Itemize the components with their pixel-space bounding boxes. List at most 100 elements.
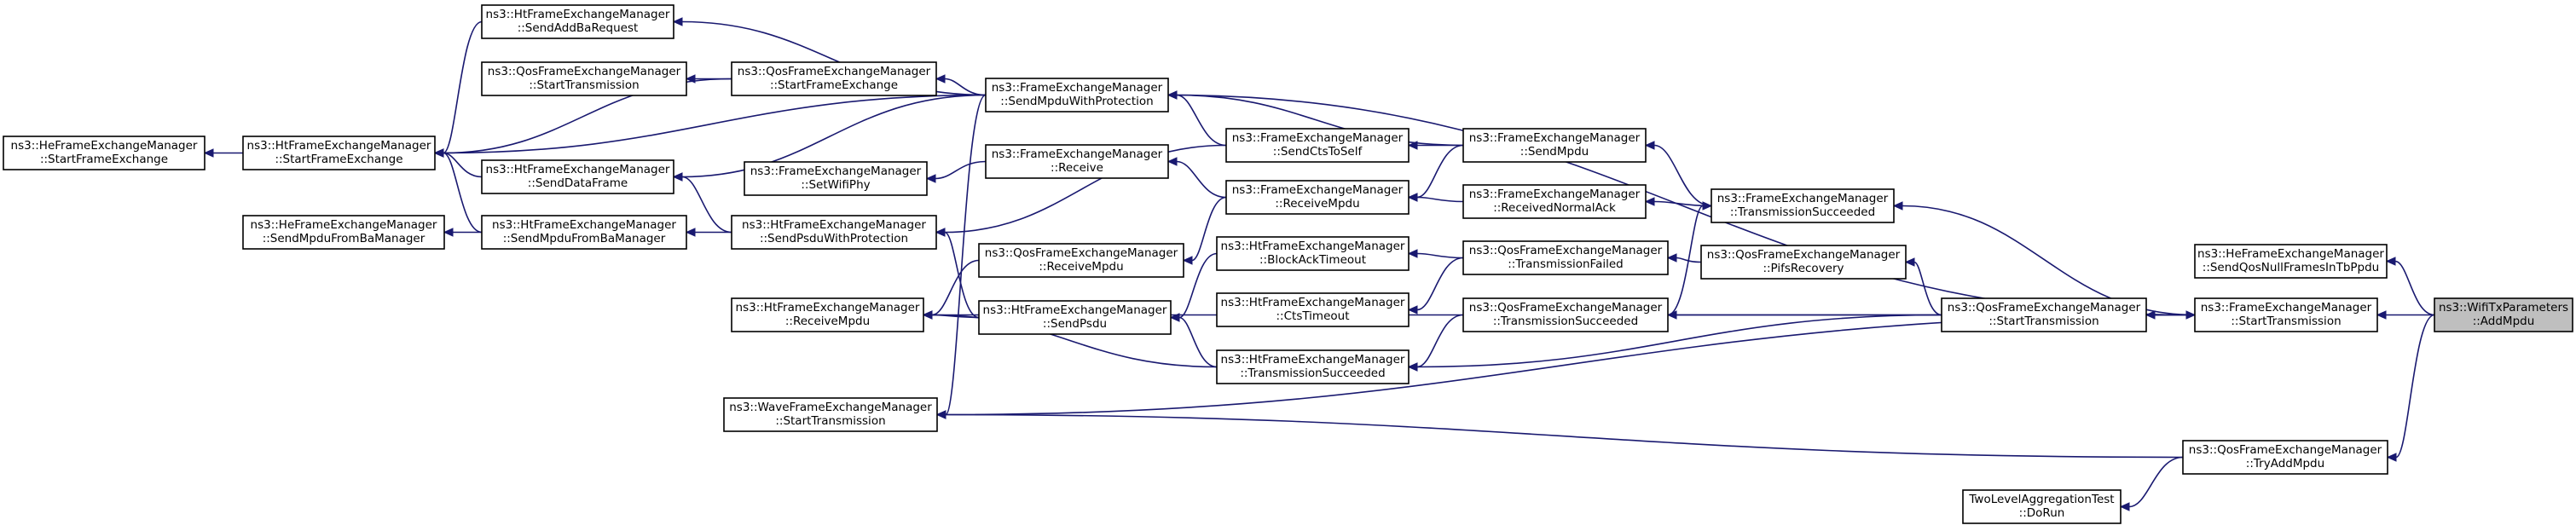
node-class-label: ns3::HtFrameExchangeManager — [492, 218, 676, 232]
node-ht_recvmpdu[interactable]: ns3::HtFrameExchangeManager::ReceiveMpdu — [731, 297, 924, 332]
node-class-label: ns3::WifiTxParameters — [2439, 301, 2568, 315]
node-fem_starttx[interactable]: ns3::FrameExchangeManager::StartTransmis… — [2194, 297, 2378, 332]
edge-layer — [203, 17, 2435, 511]
node-qos_txfailed[interactable]: ns3::QosFrameExchangeManager::Transmissi… — [1462, 240, 1669, 275]
node-method-label: ::TransmissionSucceeded — [1730, 205, 1875, 219]
node-qos_tryadd[interactable]: ns3::QosFrameExchangeManager::TryAddMpdu — [2182, 440, 2388, 475]
node-box — [731, 215, 937, 250]
node-he_startfe[interactable]: ns3::HeFrameExchangeManager::StartFrameE… — [3, 136, 206, 170]
edge-line — [1416, 196, 1464, 203]
edge-line — [681, 94, 987, 178]
edge-line — [443, 20, 483, 154]
node-fem_txsucc[interactable]: ns3::FrameExchangeManager::TransmissionS… — [1711, 188, 1895, 223]
node-class-label: ns3::FrameExchangeManager — [992, 81, 1163, 95]
call-edge-he_startfe-to-ht_startfe — [203, 148, 243, 158]
node-box — [1711, 188, 1895, 223]
node-ht_sendpsdu[interactable]: ns3::HtFrameExchangeManager::SendPsdu — [978, 300, 1172, 335]
call-edge-fem_receive-to-fem_recvmpdu — [1166, 157, 1227, 199]
node-method-label: ::ReceiveMpdu — [1039, 260, 1123, 274]
node-method-label: ::DoRun — [2019, 506, 2065, 520]
node-class-label: ns3::HtFrameExchangeManager — [1221, 353, 1405, 367]
node-box — [1462, 184, 1647, 219]
node-qos_recvmpdu[interactable]: ns3::QosFrameExchangeManager::ReceiveMpd… — [978, 243, 1184, 278]
node-fem_sendcts[interactable]: ns3::FrameExchangeManager::SendCtsToSelf — [1225, 128, 1410, 163]
node-box — [723, 397, 938, 432]
node-fem_recvmpdu[interactable]: ns3::FrameExchangeManager::ReceiveMpdu — [1225, 180, 1410, 215]
node-ht_senddata[interactable]: ns3::HtFrameExchangeManager::SendDataFra… — [481, 159, 674, 194]
node-he_sendqos[interactable]: ns3::HeFrameExchangeManager::SendQosNull… — [2194, 244, 2388, 279]
arrowhead — [1407, 193, 1418, 202]
node-ht_sendaddba[interactable]: ns3::HtFrameExchangeManager::SendAddBaRe… — [481, 4, 674, 39]
node-method-label: ::StartTransmission — [529, 78, 639, 92]
arrowhead — [443, 228, 454, 237]
node-box — [481, 215, 687, 250]
node-qos_starttx[interactable]: ns3::QosFrameExchangeManager::StartTrans… — [1941, 297, 2147, 332]
node-qos_pifs[interactable]: ns3::QosFrameExchangeManager::PifsRecove… — [1700, 245, 1907, 280]
edge-line — [2394, 260, 2435, 316]
node-method-label: ::AddMpdu — [2473, 315, 2535, 328]
arrowhead — [935, 74, 946, 84]
node-he_sendmpdufromba[interactable]: ns3::HeFrameExchangeManager::SendMpduFro… — [242, 215, 445, 250]
node-ht_ctstimeout[interactable]: ns3::HtFrameExchangeManager::CtsTimeout — [1216, 292, 1410, 327]
node-qos_txsucc[interactable]: ns3::QosFrameExchangeManager::Transmissi… — [1462, 297, 1669, 332]
node-class-label: ns3::QosFrameExchangeManager — [1948, 301, 2141, 315]
node-fem_setwifiphy[interactable]: ns3::FrameExchangeManager::SetWifiPhy — [744, 161, 928, 196]
node-box — [481, 4, 674, 39]
node-method-label: ::StartFrameExchange — [40, 153, 168, 166]
node-method-label: ::SendCtsToSelf — [1273, 145, 1363, 159]
call-edge-twolevel-to-qos_tryadd — [2119, 456, 2184, 511]
edge-line — [681, 176, 732, 234]
node-box — [1462, 297, 1669, 332]
arrowhead — [1666, 253, 1677, 263]
node-method-label: ::SendPsduWithProtection — [760, 232, 908, 245]
node-box — [3, 136, 206, 170]
node-box — [1216, 349, 1410, 384]
node-qos_starttx2[interactable]: ns3::QosFrameExchangeManager::StartTrans… — [481, 61, 687, 96]
arrowhead — [1644, 197, 1655, 206]
arrowhead — [2385, 257, 2396, 266]
node-box — [1216, 292, 1410, 327]
edge-line — [944, 144, 1227, 234]
node-wave_starttx[interactable]: ns3::WaveFrameExchangeManager::StartTran… — [723, 397, 938, 432]
node-class-label: ns3::FrameExchangeManager — [750, 164, 922, 178]
call-edge-wave_starttx-to-qos_tryadd — [935, 410, 2184, 459]
call-edge-ht_recvmpdu-to-qos_recvmpdu — [922, 259, 980, 320]
node-fem_sendmpdu[interactable]: ns3::FrameExchangeManager::SendMpdu — [1462, 128, 1647, 163]
node-ht_sendmpdufromba[interactable]: ns3::HtFrameExchangeManager::SendMpduFro… — [481, 215, 687, 250]
node-fem_receive[interactable]: ns3::FrameExchangeManager::Receive — [985, 144, 1169, 179]
node-ht_blockack[interactable]: ns3::HtFrameExchangeManager::BlockAckTim… — [1216, 236, 1410, 271]
node-fem_recvnormalack[interactable]: ns3::FrameExchangeManager::ReceivedNorma… — [1462, 184, 1647, 219]
node-box — [242, 215, 445, 250]
node-class-label: ns3::FrameExchangeManager — [1469, 131, 1641, 145]
call-edge-wave_starttx-to-fem_sendmpduwp — [935, 94, 987, 419]
node-method-label: ::TransmissionSucceeded — [1240, 367, 1385, 380]
node-box — [1462, 128, 1647, 163]
call-edge-qos_recvmpdu-to-fem_recvmpdu — [1182, 196, 1227, 265]
edge-line — [1416, 314, 1464, 368]
node-ht_txsucc[interactable]: ns3::HtFrameExchangeManager::Transmissio… — [1216, 349, 1410, 384]
arrowhead — [1407, 305, 1418, 315]
arrowhead — [685, 228, 696, 237]
node-fem_sendmpduwp[interactable]: ns3::FrameExchangeManager::SendMpduWithP… — [985, 78, 1169, 113]
node-method-label: ::CtsTimeout — [1276, 309, 1350, 323]
call-edge-ht_txsucc-to-qos_txsucc — [1407, 314, 1464, 372]
node-class-label: ns3::FrameExchangeManager — [1232, 131, 1404, 145]
node-box — [731, 297, 924, 332]
call-edge-fem_recvmpdu-to-fem_recvnormalack — [1407, 193, 1464, 203]
node-method-label: ::StartTransmission — [2231, 315, 2341, 328]
node-box — [1962, 489, 2122, 524]
call-edge-qos_txfailed-to-qos_pifs — [1666, 253, 1702, 263]
arrowhead — [203, 148, 214, 158]
node-ht_sendpsduwp[interactable]: ns3::HtFrameExchangeManager::SendPsduWit… — [731, 215, 937, 250]
node-method-label: ::TryAddMpdu — [2246, 457, 2324, 470]
node-box — [2434, 297, 2573, 332]
node-box — [1225, 180, 1410, 215]
call-edge-ht_blockack-to-qos_txfailed — [1407, 249, 1464, 259]
node-twolevel[interactable]: TwoLevelAggregationTest::DoRun — [1962, 489, 2122, 524]
arrowhead — [922, 310, 933, 320]
edge-line — [1176, 94, 1227, 147]
edge-line — [1176, 160, 1227, 199]
node-ht_startfe[interactable]: ns3::HtFrameExchangeManager::StartFrameE… — [242, 136, 436, 170]
node-box — [985, 144, 1169, 179]
node-qos_startfe[interactable]: ns3::QosFrameExchangeManager::StartFrame… — [731, 61, 937, 96]
